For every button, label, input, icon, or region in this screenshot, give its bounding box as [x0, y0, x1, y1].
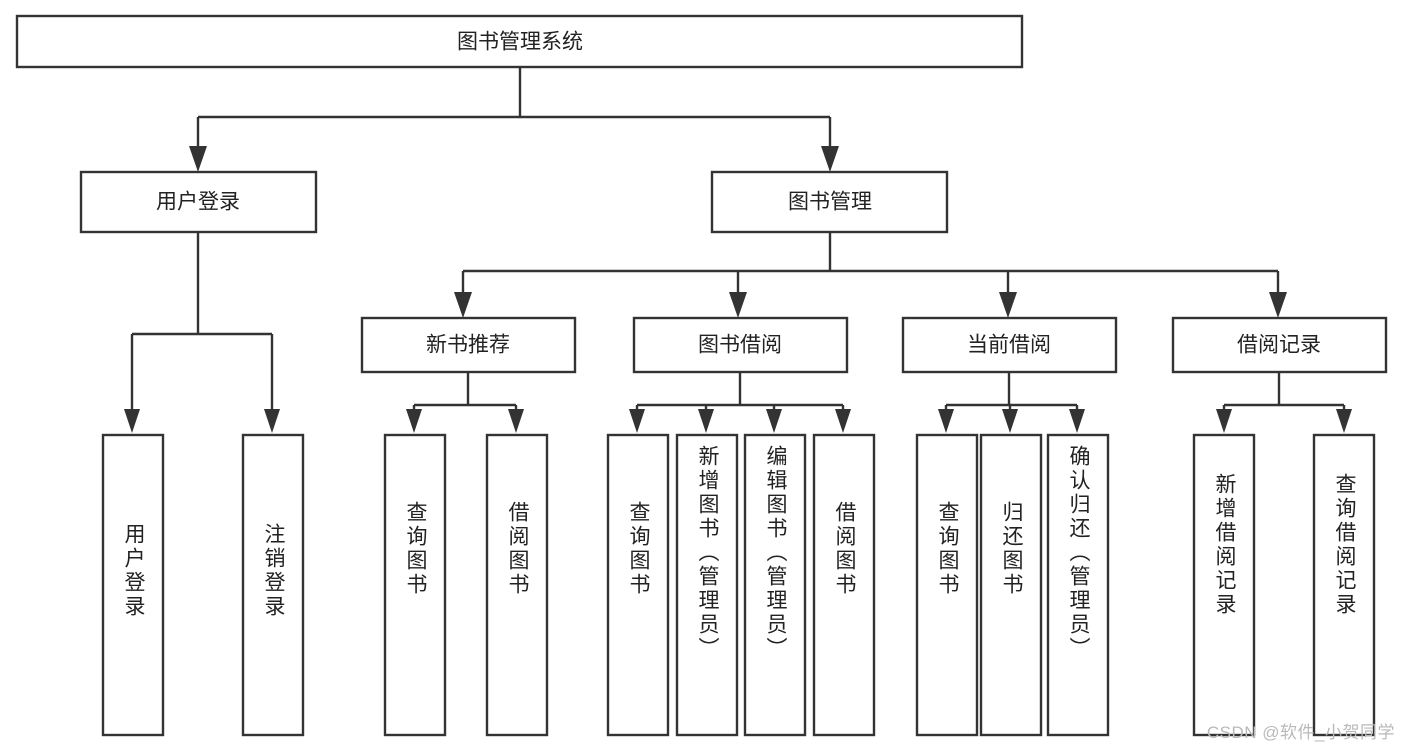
arrow-to-leaf-confirm-return	[1069, 409, 1085, 433]
node-root[interactable]: 图书管理系统	[15, 14, 1024, 69]
node-book-manage-label: 图书管理	[788, 191, 872, 214]
node-book-borrow-box[interactable]	[632, 316, 849, 374]
connector-group-current-borrow	[938, 372, 1085, 433]
node-borrow-record[interactable]: 借阅记录	[1171, 316, 1388, 374]
arrow-to-book-borrow	[729, 292, 747, 318]
node-new-book-recommend-box[interactable]	[360, 316, 577, 374]
node-book-manage[interactable]: 图书管理	[710, 170, 949, 234]
node-root-box[interactable]	[15, 14, 1024, 69]
node-book-manage-box[interactable]	[710, 170, 949, 234]
connector-group-book-manage	[454, 232, 1287, 318]
node-current-borrow-box[interactable]	[901, 316, 1118, 374]
arrow-to-leaf-borrow-book-2	[835, 409, 851, 433]
node-book-borrow[interactable]: 图书借阅	[632, 316, 849, 374]
leaf-boxes	[101, 433, 1376, 737]
arrow-to-leaf-user-login	[124, 409, 140, 433]
node-user-login-box[interactable]	[79, 170, 318, 234]
arrow-to-leaf-query-book-2	[629, 409, 645, 433]
leaf-box-confirm-return[interactable]	[1046, 433, 1110, 737]
node-borrow-record-box[interactable]	[1171, 316, 1388, 374]
leaf-box-logout[interactable]	[241, 433, 305, 737]
arrow-to-leaf-query-book-1	[406, 409, 422, 433]
arrow-root-to-user-login	[189, 146, 207, 172]
connector-group-root	[189, 67, 839, 172]
arrow-to-leaf-borrow-book-1	[508, 409, 524, 433]
node-user-login-label: 用户登录	[156, 191, 240, 214]
leaf-box-borrow-book-1[interactable]	[485, 433, 549, 737]
node-new-book-recommend[interactable]: 新书推荐	[360, 316, 577, 374]
node-current-borrow-label: 当前借阅	[967, 334, 1051, 357]
arrow-root-to-book-manage	[821, 146, 839, 172]
node-user-login[interactable]: 用户登录	[79, 170, 318, 234]
connector-group-user-login	[124, 232, 280, 433]
node-current-borrow[interactable]: 当前借阅	[901, 316, 1118, 374]
connector-group-book-borrow	[629, 372, 851, 433]
arrow-to-borrow-record	[1269, 292, 1287, 318]
csdn-watermark: CSDN @软件_小贺同学	[1206, 723, 1395, 742]
connector-group-borrow-record	[1216, 372, 1352, 433]
leaf-box-edit-book[interactable]	[743, 433, 807, 737]
node-new-book-recommend-label: 新书推荐	[426, 334, 510, 357]
arrow-to-leaf-return-book	[1002, 409, 1018, 433]
arrow-to-leaf-query-record	[1336, 409, 1352, 433]
leaf-box-query-book-1[interactable]	[383, 433, 447, 737]
arrow-to-leaf-add-record	[1216, 409, 1232, 433]
node-borrow-record-label: 借阅记录	[1237, 334, 1321, 357]
leaf-box-add-record[interactable]	[1192, 433, 1256, 737]
arrow-to-new-book-recommend	[454, 292, 472, 318]
arrow-to-leaf-add-book	[698, 409, 714, 433]
leaf-box-borrow-book-2[interactable]	[812, 433, 876, 737]
arrow-to-leaf-query-book-3	[938, 409, 954, 433]
arrow-to-current-borrow	[999, 292, 1017, 318]
node-root-label: 图书管理系统	[457, 31, 583, 54]
leaf-box-query-record[interactable]	[1312, 433, 1376, 737]
leaf-box-query-book-2[interactable]	[606, 433, 670, 737]
leaf-box-user-login[interactable]	[101, 433, 165, 737]
leaf-box-query-book-3[interactable]	[915, 433, 979, 737]
leaf-box-return-book[interactable]	[979, 433, 1043, 737]
leaf-box-add-book[interactable]	[675, 433, 739, 737]
connector-group-new-book-recommend	[406, 372, 524, 433]
arrow-to-leaf-edit-book	[766, 409, 782, 433]
node-book-borrow-label: 图书借阅	[698, 334, 782, 357]
arrow-to-leaf-logout	[264, 409, 280, 433]
